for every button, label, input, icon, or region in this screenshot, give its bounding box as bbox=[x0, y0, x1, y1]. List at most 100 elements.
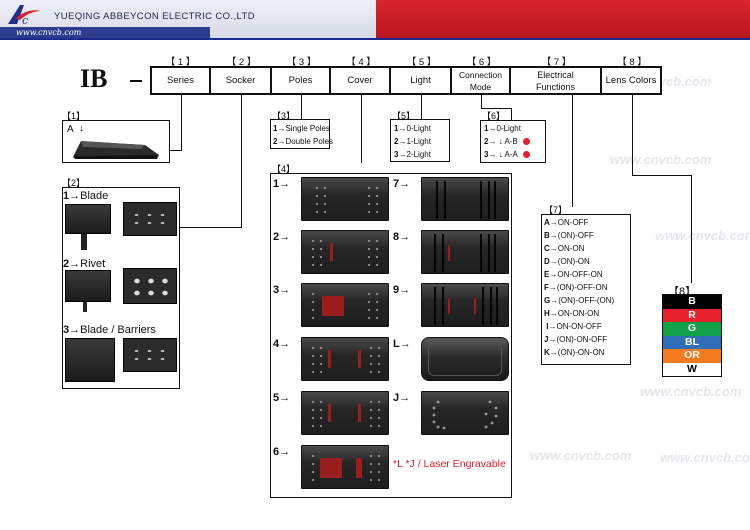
lens-color-code: R bbox=[688, 308, 696, 321]
light-item-label: 2-Light bbox=[406, 150, 431, 159]
cover-title: 【4】 bbox=[272, 164, 296, 174]
cover-switch-4 bbox=[301, 337, 389, 381]
contact-dots bbox=[376, 398, 382, 428]
function-item-F: F→(ON)-OFF-ON bbox=[544, 281, 628, 294]
function-item-J: J→(ON)-ON-OFF bbox=[544, 333, 628, 346]
connection-box: 1→0-Light 2→ ↓ A-B 3→ ↓ A-A bbox=[480, 120, 546, 163]
header-red-panel bbox=[376, 0, 750, 38]
cover-item-2: 2→ bbox=[273, 231, 290, 243]
poles-title: 【3】 bbox=[272, 111, 296, 121]
connection-title: 【6】 bbox=[482, 111, 506, 121]
socker-blade-pin bbox=[81, 234, 87, 250]
contact-dots bbox=[374, 184, 380, 214]
functions-box: A→ON-OFF B→(ON)-OFF C→ON-ON D→(ON)-ON E→… bbox=[541, 214, 631, 365]
lens-color-code: G bbox=[687, 322, 697, 334]
arrow-right-icon: → bbox=[279, 338, 291, 350]
watermark-logo: www.cnvcb.com bbox=[610, 152, 712, 167]
cover-item-8: 8→ bbox=[393, 231, 410, 243]
indicator-window bbox=[356, 458, 362, 478]
connection-item-2: 2→ ↓ A-B bbox=[484, 135, 542, 148]
field-number-series: 【 1 】 bbox=[165, 57, 196, 68]
socker-blade-bottom-image bbox=[123, 202, 177, 236]
function-code: C bbox=[544, 244, 550, 253]
header-banner: c YUEQING ABBEYCON ELECTRIC CO.,LTD www.… bbox=[0, 0, 750, 40]
function-label: ON-OFF bbox=[557, 218, 589, 227]
poles-item-2: 2→Double Poles bbox=[273, 135, 333, 148]
contact-dots bbox=[322, 184, 328, 214]
cover-switch-8 bbox=[421, 230, 509, 274]
cover-item-7: 7→ bbox=[393, 178, 410, 190]
indicator-light bbox=[328, 404, 331, 422]
website-url[interactable]: www.cnvcb.com bbox=[16, 28, 82, 37]
connector-connection bbox=[481, 95, 482, 108]
connector-series-h bbox=[170, 150, 182, 151]
series-box: A ↓ bbox=[62, 120, 170, 163]
contact-dots bbox=[368, 344, 374, 374]
cover-stripe bbox=[488, 181, 490, 219]
arrow-right-icon: → bbox=[399, 338, 411, 350]
field-number-connection: 【 6 】 bbox=[466, 57, 497, 68]
arrow-right-icon: → bbox=[279, 284, 291, 296]
series-title: 【1】 bbox=[62, 111, 86, 121]
arrow-right-icon: → bbox=[398, 124, 407, 133]
poles-item-1: 1→Single Poles bbox=[273, 122, 330, 135]
connector-lens bbox=[632, 95, 633, 175]
cover-box: 1→ 2→ 3→ 4→ 5→ 6→ 7→ 8→ 9→ L→ J→ bbox=[270, 173, 512, 498]
socker-barrier-side-image bbox=[65, 338, 115, 382]
cover-item-code: 2 bbox=[273, 231, 280, 243]
arrow-right-icon: → bbox=[399, 392, 411, 404]
connection-item-1: 1→0-Light bbox=[484, 122, 542, 135]
series-item-code: A bbox=[67, 124, 74, 135]
socker-item-code: 1 bbox=[63, 190, 70, 202]
connector-poles bbox=[301, 95, 302, 119]
connector-lens-v2 bbox=[691, 175, 692, 283]
watermark-logo: www.cnvcb.com bbox=[660, 450, 750, 465]
arrow-down-icon: ↓ bbox=[498, 150, 503, 159]
arrow-right-icon: → bbox=[488, 124, 497, 133]
cover-stripe bbox=[494, 181, 496, 219]
field-number-cover: 【 4 】 bbox=[346, 57, 376, 68]
socker-item-code: 3 bbox=[63, 324, 70, 336]
header-website-bar bbox=[0, 27, 210, 38]
function-label: ON-ON-OFF bbox=[556, 322, 602, 331]
poles-box: 1→Single Poles 2→Double Poles bbox=[270, 119, 333, 149]
poles-item-label: Double Poles bbox=[285, 137, 334, 146]
indicator-window bbox=[322, 296, 344, 316]
cover-item-3: 3→ bbox=[273, 284, 290, 296]
connection-item-code: 3 bbox=[484, 150, 489, 159]
terminal-dots bbox=[130, 275, 172, 299]
lens-color-code: BL bbox=[685, 335, 699, 348]
function-item-E: E→ON-OFF-ON bbox=[544, 268, 628, 281]
cover-switch-2 bbox=[301, 230, 389, 274]
header-divider bbox=[0, 38, 750, 40]
connector-socker-h bbox=[180, 227, 242, 228]
indicator-light bbox=[358, 404, 361, 422]
function-code: D bbox=[544, 257, 550, 266]
field-poles: Poles bbox=[272, 66, 331, 95]
field-functions: Electrical Functions bbox=[511, 66, 602, 95]
arrow-right-icon: → bbox=[279, 392, 291, 404]
arrow-right-icon: → bbox=[488, 150, 497, 159]
light-title: 【5】 bbox=[392, 111, 416, 121]
function-item-H: H→ON-ON-ON bbox=[544, 307, 628, 320]
light-item-3: 3→2-Light bbox=[394, 148, 446, 161]
function-code: F bbox=[544, 283, 549, 292]
cover-switch-7 bbox=[421, 177, 509, 221]
cover-stripe bbox=[490, 287, 492, 325]
arrow-right-icon: → bbox=[399, 231, 411, 243]
cover-stripe bbox=[442, 287, 444, 325]
cover-item-4: 4→ bbox=[273, 338, 290, 350]
field-series: Series bbox=[150, 66, 211, 95]
cover-stripe bbox=[444, 181, 446, 219]
company-logo-icon: c bbox=[8, 5, 41, 27]
poles-item-label: Single Poles bbox=[285, 124, 330, 133]
connector-connection-h bbox=[481, 108, 511, 109]
cover-stripe bbox=[496, 287, 498, 325]
light-item-code: 1 bbox=[394, 124, 399, 133]
contact-dots bbox=[314, 184, 320, 214]
cover-stripe bbox=[480, 234, 482, 272]
laser-engravable-note: *L *J / Laser Engravable bbox=[393, 458, 506, 470]
arrow-right-icon: → bbox=[549, 231, 558, 240]
arrow-right-icon: → bbox=[398, 137, 407, 146]
socker-item-2: 2→Rivet bbox=[63, 258, 105, 270]
